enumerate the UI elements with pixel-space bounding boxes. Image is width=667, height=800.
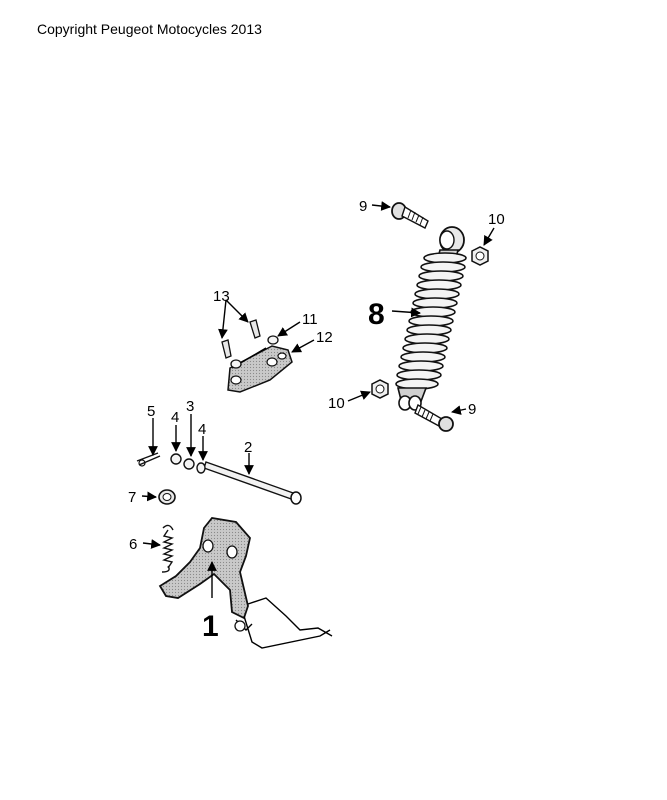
callout-8: 8 [368, 298, 385, 331]
bolt-lower [414, 403, 454, 432]
callout-9-lower: 9 [468, 401, 476, 418]
callout-3: 3 [186, 398, 194, 415]
callout-6: 6 [129, 536, 137, 553]
bracket-bolts [221, 319, 261, 359]
callout-5: 5 [147, 403, 155, 420]
callout-13: 13 [213, 288, 230, 305]
nut-upper [471, 246, 489, 266]
split-pin [136, 452, 161, 467]
return-spring [161, 524, 175, 573]
callout-labels: 9 10 8 10 9 13 11 12 5 4 3 4 2 7 6 1 [128, 198, 505, 643]
callout-4-right: 4 [198, 421, 206, 438]
callout-1: 1 [202, 610, 219, 643]
bracket-washers [230, 335, 279, 369]
callout-10-lower: 10 [328, 395, 345, 412]
pivot-shaft [203, 461, 302, 505]
callout-4-left: 4 [171, 409, 179, 426]
clip-ring [158, 489, 176, 505]
washers-set [170, 453, 206, 474]
nut-lower [371, 379, 389, 399]
leader-lines [141, 201, 495, 598]
center-stand [158, 517, 333, 649]
callout-12: 12 [316, 329, 333, 346]
shock-absorber [395, 226, 467, 411]
bolt-upper [391, 202, 429, 229]
callout-2: 2 [244, 439, 252, 456]
callout-11: 11 [302, 311, 318, 328]
callout-10-upper: 10 [488, 211, 505, 228]
stand-bracket [227, 345, 293, 393]
callout-9-upper: 9 [359, 198, 367, 215]
copyright-notice: Copyright Peugeot Motocycles 2013 [37, 21, 262, 37]
callout-7: 7 [128, 489, 136, 506]
